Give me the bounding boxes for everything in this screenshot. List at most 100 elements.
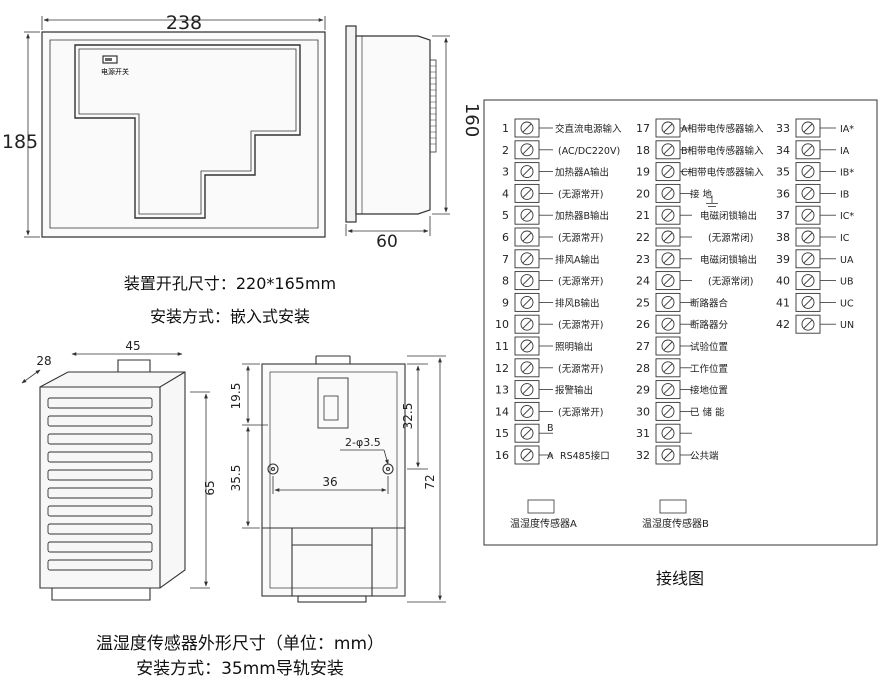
terminal-slot-c2-23 xyxy=(663,254,673,264)
terminal-number-c2-23: 23 xyxy=(636,253,650,266)
terminal-number-c2-17: 17 xyxy=(636,122,650,135)
sensor-fin xyxy=(47,505,153,517)
terminal-number-c2-27: 27 xyxy=(636,340,650,353)
terminal-slot-c1-5 xyxy=(522,210,532,220)
terminal-number-c1-12: 12 xyxy=(495,362,509,375)
terminal-number-c1-4: 4 xyxy=(502,187,509,200)
col3-label: UN xyxy=(840,320,854,331)
terminal-number-c1-13: 13 xyxy=(495,384,509,397)
dim-side-height-label: 160 xyxy=(461,103,482,137)
terminal-slot-c3-36 xyxy=(803,189,813,198)
terminal-number-c2-29: 29 xyxy=(636,384,650,397)
sensor-fin xyxy=(47,541,153,553)
terminal-number-c1-5: 5 xyxy=(502,209,509,222)
col1-label: (无源常开) xyxy=(558,276,603,288)
terminal-slot-c1-15 xyxy=(522,428,532,438)
col3-label: IA* xyxy=(840,124,854,135)
terminal-slot-c1-3 xyxy=(522,167,532,176)
col1-label: (无源常开) xyxy=(558,232,603,244)
terminal-slot-c2-28 xyxy=(663,363,673,373)
dim-sensor-65 xyxy=(190,391,210,589)
dim-sensor-19-5 xyxy=(242,363,268,426)
dim-sensor-35-5-label: 35.5 xyxy=(229,465,243,492)
terminal-number-c2-24: 24 xyxy=(636,275,650,288)
terminal-number-c2-21: 21 xyxy=(636,209,650,222)
terminal-number-c2-30: 30 xyxy=(636,405,650,418)
terminal-slot-c3-39 xyxy=(803,254,813,264)
power-switch-label: 电源开关 xyxy=(101,67,129,76)
terminal-number-c1-8: 8 xyxy=(502,275,509,288)
dim-sensor-32-5-label: 32.5 xyxy=(401,403,415,430)
col2-label: 断路器分 xyxy=(690,319,729,331)
col1-label: 加热器A输出 xyxy=(555,167,609,179)
sensor-front-view xyxy=(261,355,406,603)
terminal-slot-c3-35 xyxy=(803,167,813,176)
terminal-slot-c3-41 xyxy=(803,298,813,307)
terminal-slot-c1-13 xyxy=(522,385,532,394)
terminal-slot-c2-20 xyxy=(663,189,673,198)
terminal-slot-c1-7 xyxy=(522,254,532,264)
terminal-slot-c1-11 xyxy=(522,341,532,351)
col2-label: A相带电传感器输入 xyxy=(681,123,764,135)
col2-label: 接 地 xyxy=(690,188,713,200)
dim-depth-label: 60 xyxy=(376,232,398,252)
terminal-number-c3-34: 34 xyxy=(776,144,790,157)
dim-sensor-hole-label: 2-φ3.5 xyxy=(345,436,381,449)
terminal-number-c3-37: 37 xyxy=(776,209,790,222)
terminal-number-c1-15: 15 xyxy=(495,427,509,440)
terminal-slot-c2-25 xyxy=(663,298,673,307)
col3-label: UA xyxy=(840,255,854,266)
col1-label: 交直流电源输入 xyxy=(555,123,622,135)
col2-label: (无源常闭) xyxy=(708,232,753,244)
terminal-slot-c3-40 xyxy=(803,276,813,285)
dim-sensor-19-5-label: 19.5 xyxy=(229,383,243,410)
sensor-fin xyxy=(47,523,153,535)
terminal-number-c1-9: 9 xyxy=(502,296,509,309)
terminal-slot-c1-4 xyxy=(522,189,532,198)
col2-label: 接地位置 xyxy=(690,385,728,397)
col1-label: A xyxy=(547,451,554,462)
dim-height-label: 185 xyxy=(2,131,38,153)
terminal-slot-c1-16 xyxy=(522,450,532,460)
terminal-number-c3-42: 42 xyxy=(776,318,790,331)
wiring-caption: 接线图 xyxy=(655,569,704,588)
terminal-number-c1-3: 3 xyxy=(502,166,509,179)
terminal-number-c1-7: 7 xyxy=(502,253,509,266)
terminal-slot-c2-21 xyxy=(663,210,673,220)
sensor-caption-2: 安装方式：35mm导轨安装 xyxy=(136,659,344,679)
dim-side-height xyxy=(432,35,450,215)
col1-label: (无源常开) xyxy=(558,363,603,375)
sensor-fin xyxy=(47,451,153,463)
terminal-slot-c3-34 xyxy=(803,145,813,155)
controller-front-view xyxy=(41,31,326,238)
sensor-b-label: 温湿度传感器B xyxy=(642,517,709,530)
col1-label: B xyxy=(547,423,554,434)
sensor-3d-view xyxy=(39,359,186,601)
sensor-caption-1: 温湿度传感器外形尺寸（单位：mm） xyxy=(95,634,385,654)
col3-label: IC xyxy=(840,233,850,244)
terminal-number-c3-33: 33 xyxy=(776,122,790,135)
col2-label: 工作位置 xyxy=(690,363,728,375)
col1-label: (无源常开) xyxy=(558,406,603,418)
col1-label: 照明输出 xyxy=(555,341,593,353)
terminal-slot-c2-18 xyxy=(663,145,673,155)
dim-sensor-28-label: 28 xyxy=(36,354,51,368)
terminal-slot-c1-8 xyxy=(522,276,532,285)
terminal-number-c1-6: 6 xyxy=(502,231,509,244)
terminal-slot-c3-33 xyxy=(803,123,813,133)
col2-label: 已 储 能 xyxy=(690,406,725,418)
dim-width xyxy=(41,16,326,30)
col2-label: B相带电传感器输入 xyxy=(681,145,764,157)
terminal-slot-c1-10 xyxy=(522,319,532,329)
dim-sensor-32-5 xyxy=(407,363,428,470)
terminal-number-c3-36: 36 xyxy=(776,187,790,200)
col1-label: (无源常开) xyxy=(558,319,603,331)
col1-label: 加热器B输出 xyxy=(555,210,609,222)
wiring-diagram: 12345678910111213141516交直流电源输入(AC/DC220V… xyxy=(495,118,854,465)
dim-width-label: 238 xyxy=(166,12,202,34)
terminal-slot-c1-12 xyxy=(522,363,532,373)
terminal-number-c2-20: 20 xyxy=(636,187,650,200)
dim-sensor-65-label: 65 xyxy=(203,480,217,495)
terminal-number-c2-25: 25 xyxy=(636,296,650,309)
